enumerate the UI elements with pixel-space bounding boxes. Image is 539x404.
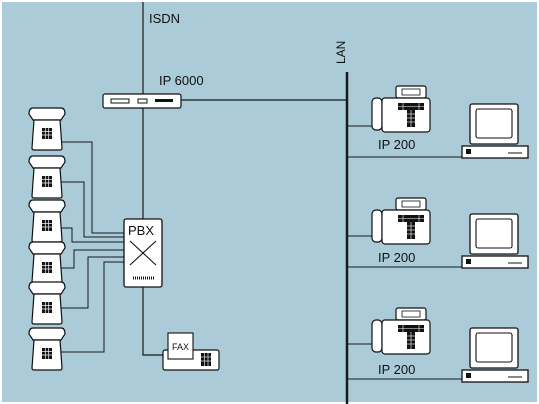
fax-label: FAX [172,342,189,352]
analog-phone-2 [28,155,66,199]
pbx-unit [123,218,163,288]
ip-phone-links [347,125,374,345]
gateway-label: IP 6000 [159,73,204,88]
analog-phone-6 [28,327,66,371]
pc-1 [461,103,529,159]
ip-phone-3-label: IP 200 [378,362,415,377]
analog-phone-1 [28,107,66,151]
pbx-fax-link [142,287,170,356]
ip-phone-2-label: IP 200 [378,250,415,265]
analog-phone-5 [28,281,66,325]
analog-phone-3 [28,199,66,243]
pc-links [347,156,462,380]
ip-phone-1-label: IP 200 [378,137,415,152]
pc-3 [461,327,529,383]
phone-wiring [48,141,124,353]
pbx-label: PBX [128,223,154,238]
fax-machine [162,332,220,371]
lan-label: LAN [334,41,348,64]
ip6000-gateway [102,93,182,109]
pc-2 [461,213,529,269]
isdn-label: ISDN [149,11,180,26]
analog-phone-4 [28,241,66,285]
